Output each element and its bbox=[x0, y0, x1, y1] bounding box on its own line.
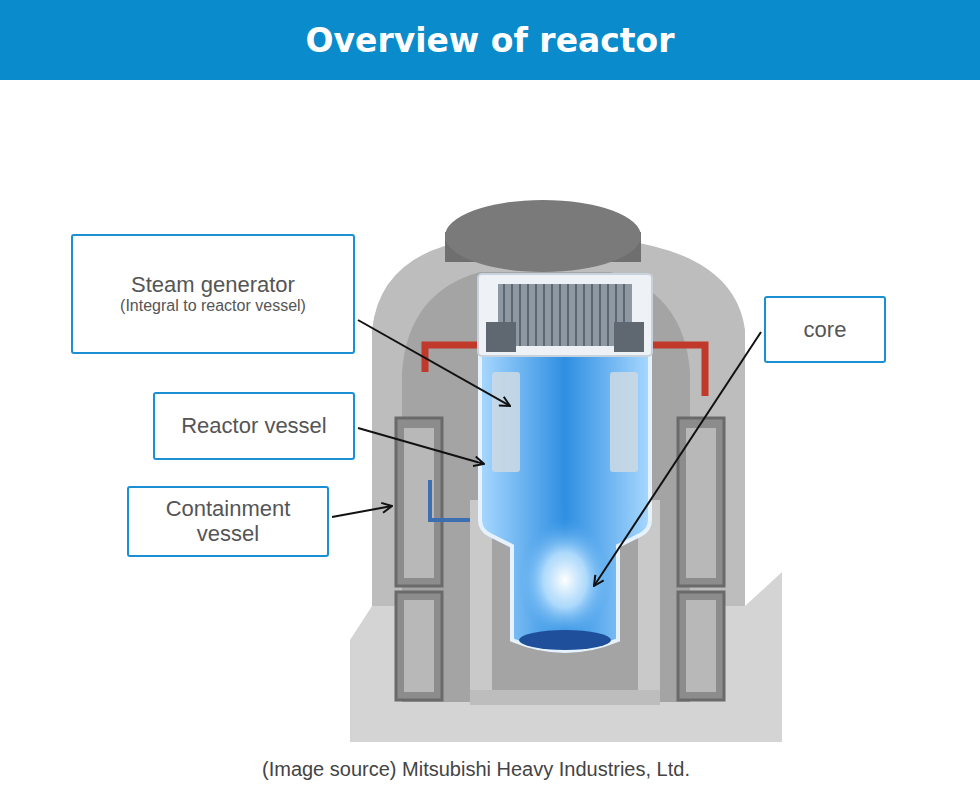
callout-box: Containment vessel bbox=[127, 486, 329, 557]
vessel-head bbox=[478, 274, 652, 356]
callout-label: Steam generator bbox=[131, 272, 295, 297]
page-title: Overview of reactor bbox=[305, 21, 674, 60]
control-rods bbox=[504, 284, 624, 346]
pipe bbox=[425, 345, 482, 372]
control-rod-drives bbox=[498, 284, 632, 346]
caption-box: (Image source) Mitsubishi Heavy Industri… bbox=[262, 758, 690, 780]
compartment bbox=[686, 600, 716, 692]
compartment bbox=[686, 428, 716, 578]
pipe bbox=[648, 345, 705, 396]
title-bar: Overview of reactor bbox=[0, 0, 980, 80]
leader-line bbox=[594, 332, 761, 586]
steam-generator bbox=[492, 372, 520, 472]
callout-label: Containment vessel bbox=[143, 496, 313, 547]
callout-box: Steam generator(Integral to reactor vess… bbox=[71, 234, 355, 354]
head-fitting bbox=[486, 322, 516, 352]
vessel-bottom bbox=[519, 630, 611, 650]
compartment bbox=[678, 418, 724, 586]
leader-line bbox=[332, 506, 392, 517]
callout-note: (Integral to reactor vessel) bbox=[120, 297, 306, 315]
compartment bbox=[396, 418, 442, 586]
leader-line bbox=[358, 320, 510, 406]
callout-box: core bbox=[764, 296, 886, 363]
dome-cap bbox=[445, 200, 641, 272]
leader-line bbox=[358, 428, 484, 464]
steam-generator bbox=[610, 372, 638, 472]
pit-floor bbox=[470, 690, 660, 705]
image-source-caption: (Image source) Mitsubishi Heavy Industri… bbox=[262, 758, 690, 780]
callout-label: core bbox=[804, 317, 847, 342]
compartment bbox=[404, 600, 434, 692]
callout-label: Reactor vessel bbox=[181, 413, 327, 438]
head-fitting bbox=[614, 322, 644, 352]
pipe bbox=[430, 480, 470, 520]
callout-box: Reactor vessel bbox=[153, 392, 355, 460]
compartment bbox=[396, 592, 442, 700]
compartment bbox=[678, 592, 724, 700]
